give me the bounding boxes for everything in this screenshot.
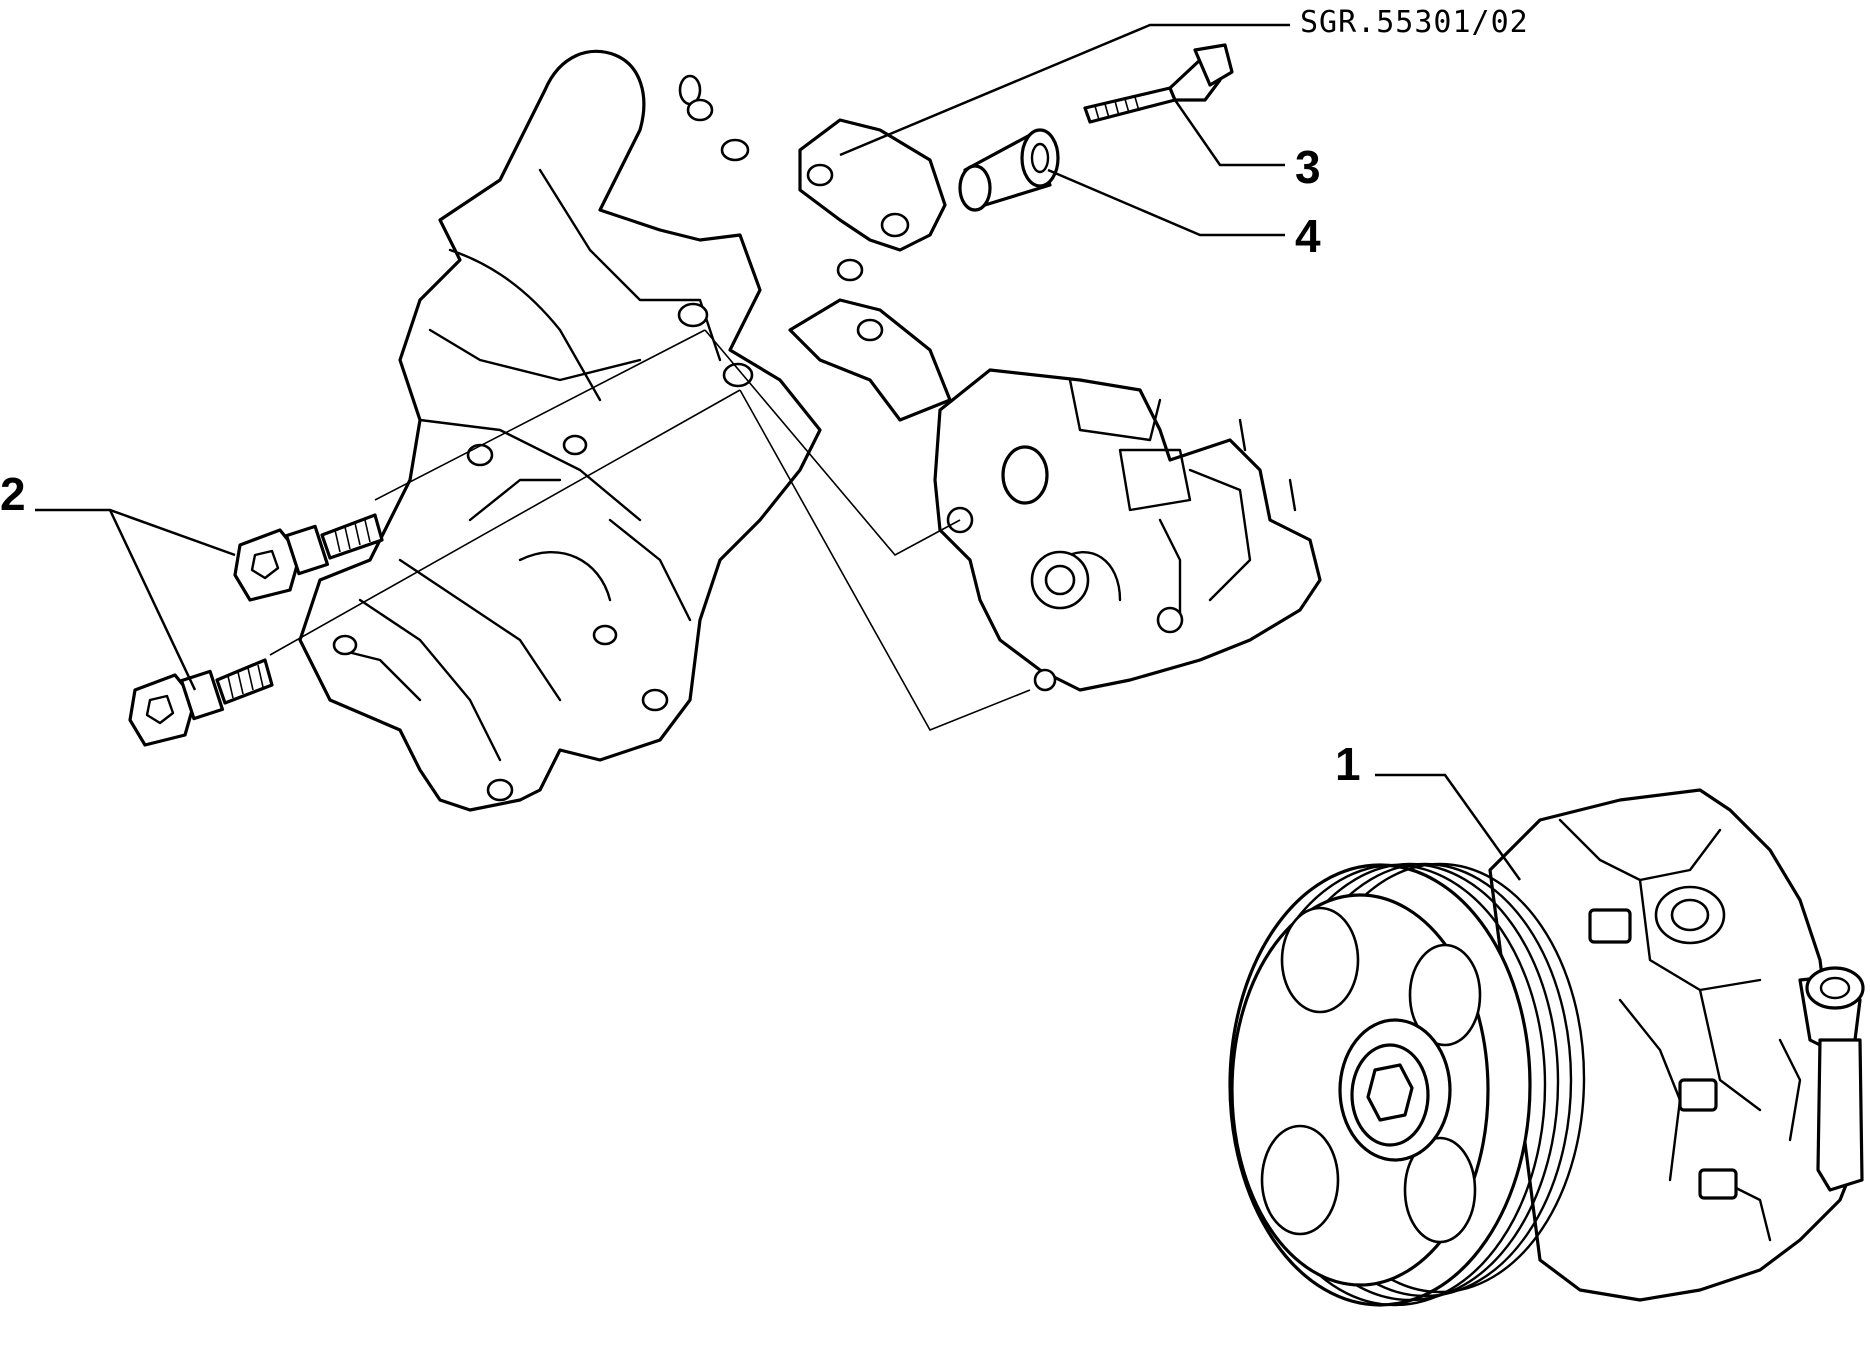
- callout-3: 3: [1295, 141, 1321, 193]
- mounting-bracket: [298, 49, 952, 812]
- screw-upper: [233, 513, 384, 602]
- bushing-sleeve: [958, 128, 1060, 212]
- long-bolt: [1083, 43, 1234, 124]
- leader-lines: [35, 23, 1522, 881]
- callout-4: 4: [1295, 210, 1321, 262]
- screw-lower: [128, 658, 274, 747]
- power-steering-pump: [1228, 788, 1865, 1307]
- callout-2: 2: [0, 468, 26, 520]
- callout-1: 1: [1335, 738, 1361, 790]
- drawing-code: SGR.55301/02: [1300, 5, 1529, 40]
- pump-housing-mounted: [933, 368, 1322, 692]
